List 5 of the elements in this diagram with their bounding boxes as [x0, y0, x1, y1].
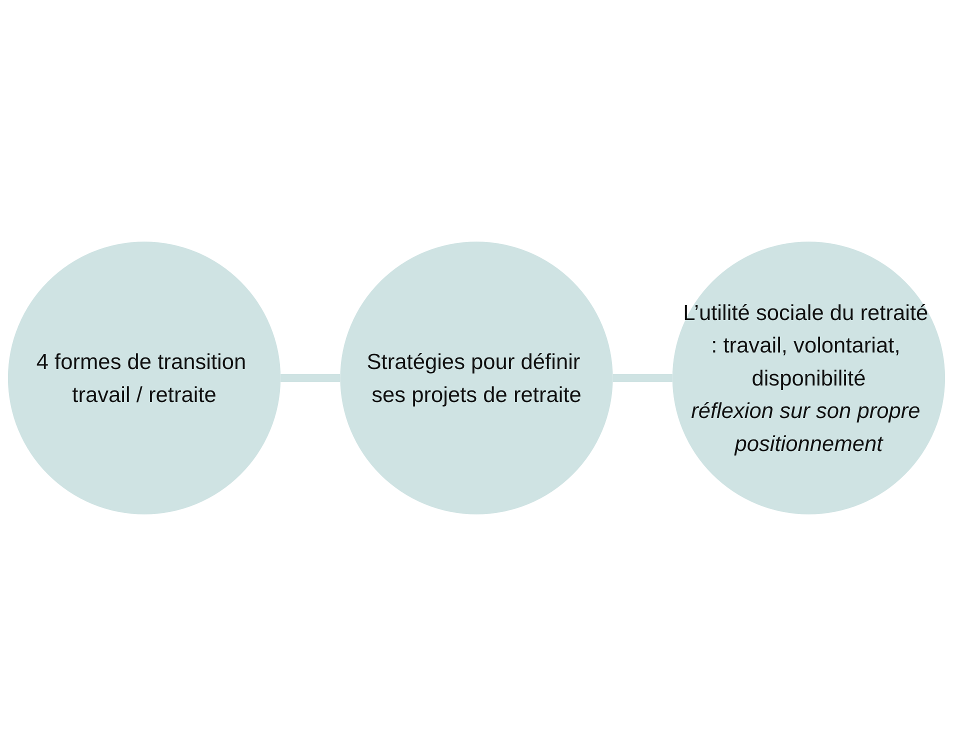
connector: [612, 374, 672, 382]
node-circle: Stratégies pour définir ses projets de retraite: [340, 242, 613, 514]
node-circle: 4 formes de transition travail / retraite: [8, 242, 281, 514]
connector: [280, 374, 340, 382]
node-circle: L’utilité sociale du retraité : travail, volontariat, disponibilité réflexion sur son propre positionnement: [672, 242, 946, 514]
